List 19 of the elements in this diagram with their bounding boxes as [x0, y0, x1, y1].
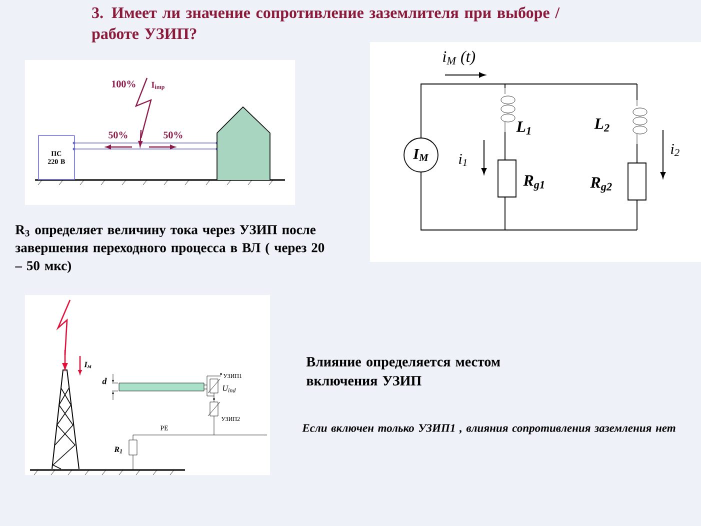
- current-label: I$_{imp}$: [152, 82, 164, 90]
- note-text: Влияние определяется местом включения УЗИП: [306, 357, 500, 386]
- slide-title: 3. Имеет ли значение сопротивление заземлителя при выборе / работе УЗИП?: [92, 6, 560, 42]
- current-label: i$_{M}$ (t): [443, 50, 476, 66]
- percent-label: 50%: [108, 132, 128, 138]
- description-text: R$_{3}$ определяет величину тока через УЗИП после завершения переходного процесса в ВЛ ( через 20 – 50 мкс): [15, 225, 324, 273]
- current-label: I$_{м}$: [84, 362, 92, 368]
- inductor-label: L$_{1}$: [516, 121, 530, 135]
- resistor-label: R$_{1}$: [114, 446, 122, 454]
- dimension-label: d: [102, 378, 107, 384]
- note-text: Если включен только УЗИП1 , влияния сопротивления заземления нет: [302, 424, 676, 434]
- resistor-label: R$_{g2}$: [590, 177, 612, 193]
- percent-label: 50%: [164, 132, 182, 138]
- current-label: i$_{2}$: [671, 144, 680, 156]
- current-label: i$_{1}$: [459, 154, 466, 166]
- percent-label: 100%: [112, 80, 136, 88]
- resistor-label: R$_{g1}$: [523, 175, 544, 191]
- inductor-label: L$_{2}$: [594, 118, 610, 132]
- voltage-label: U$_{ind}$: [222, 386, 236, 392]
